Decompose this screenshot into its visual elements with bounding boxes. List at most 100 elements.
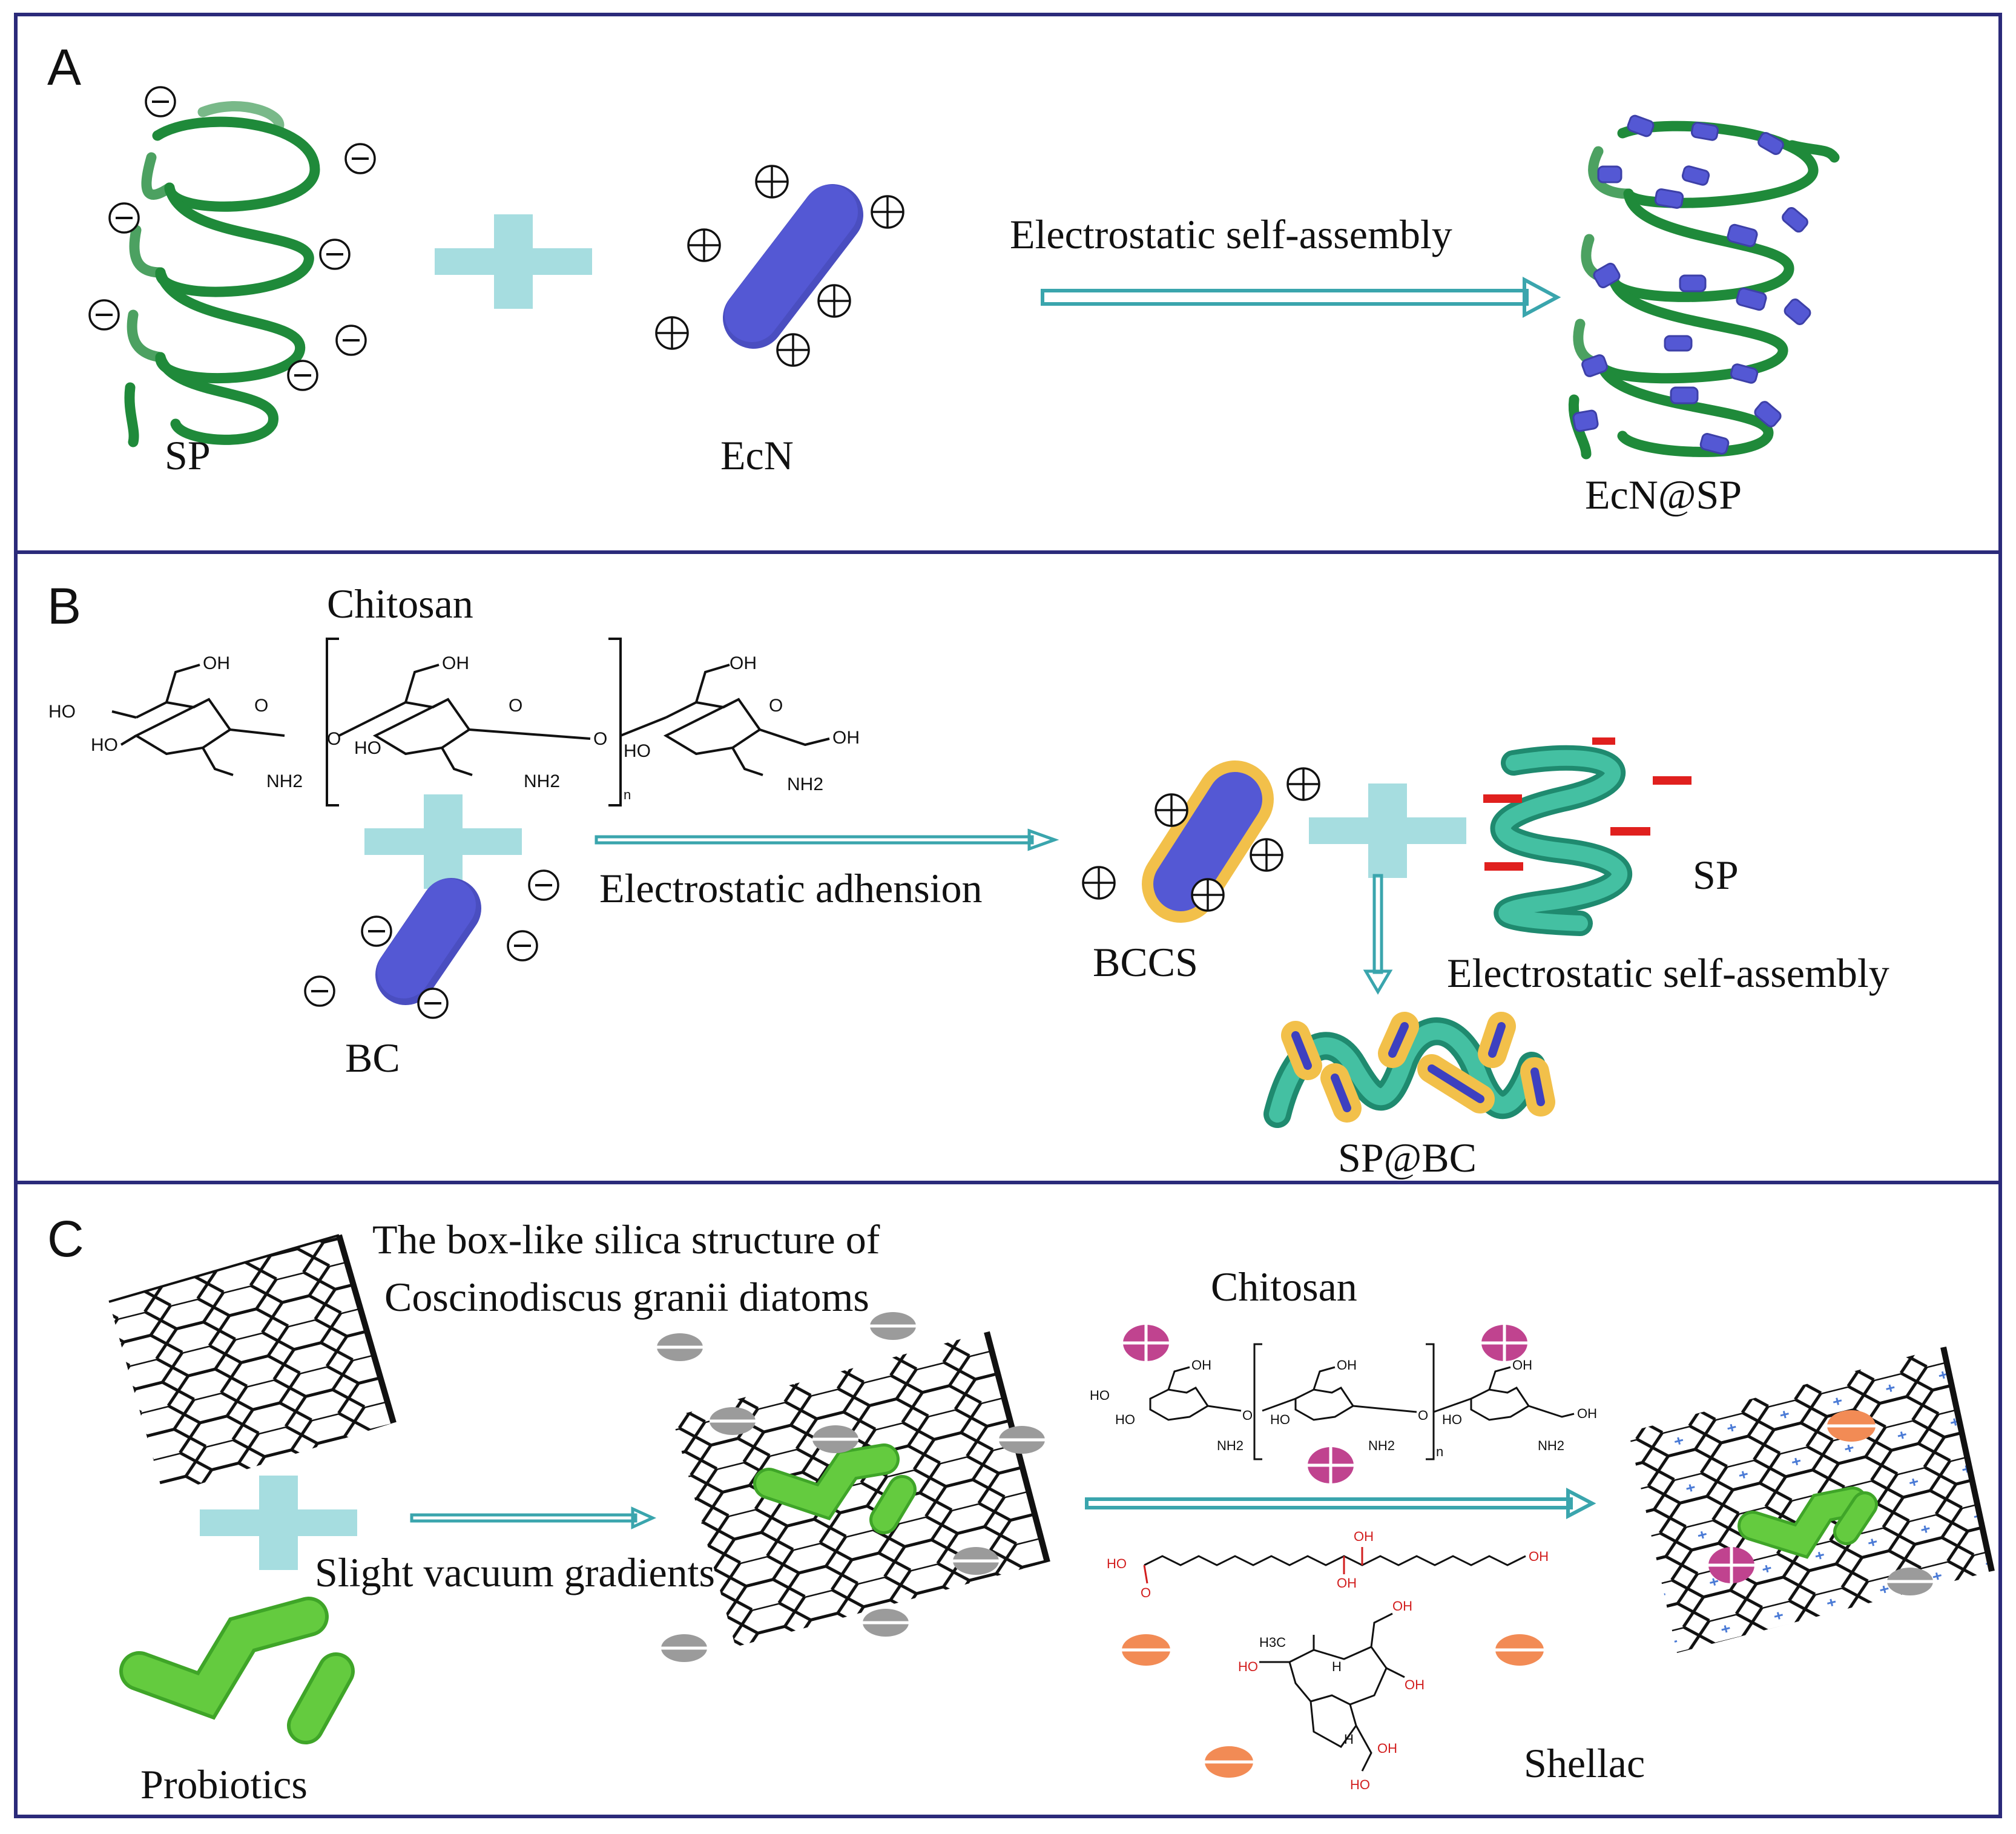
arrow-b-down xyxy=(1363,874,1393,995)
chem-c-o-acid: O xyxy=(1141,1585,1151,1600)
sp-label-b: SP xyxy=(1693,852,1739,898)
chem-oh-1: OH xyxy=(203,653,230,673)
shellac-acid-chain: HO O OH OH OH xyxy=(1107,1529,1549,1600)
chem-c-oh-poly-3: OH xyxy=(1377,1741,1397,1756)
chem-o-1: O xyxy=(254,696,268,716)
arrow-c2 xyxy=(1085,1488,1596,1519)
chitosan-label-b: Chitosan xyxy=(327,581,473,627)
panel-c-letter: C xyxy=(47,1210,84,1267)
chem-c-oh-3: OH xyxy=(1512,1357,1532,1373)
chem-o-5: O xyxy=(769,696,783,716)
shellac-label: Shellac xyxy=(1524,1740,1645,1786)
bc-label: BC xyxy=(345,1035,400,1081)
chem-c-nh2-3: NH2 xyxy=(1538,1438,1564,1453)
diatom-label-line2: Coscinodiscus granii diatoms xyxy=(384,1274,869,1320)
chem-c-oh-acid-3: OH xyxy=(1529,1549,1549,1564)
magenta-positive-charges xyxy=(1123,1325,1527,1483)
shellac-polycycle: HO H3C OH OH OH H H HO xyxy=(1238,1598,1425,1792)
coat-orange-charge xyxy=(1827,1410,1876,1442)
coat-magenta-charge xyxy=(1708,1547,1754,1583)
sp-ribbon xyxy=(1491,745,1632,936)
chem-oh-4: OH xyxy=(832,728,860,748)
panel-b: B Chitosan xyxy=(47,578,1889,1181)
chem-c-o-1: O xyxy=(1242,1408,1253,1423)
chem-c-oh-1: OH xyxy=(1191,1357,1211,1373)
chem-c-h-1: H xyxy=(1332,1659,1342,1674)
chem-c-ho-3: HO xyxy=(1270,1412,1290,1427)
chem-c-o-2: O xyxy=(1418,1408,1428,1423)
ecn-rod xyxy=(723,184,863,349)
probiotics-label: Probiotics xyxy=(140,1761,308,1807)
panel-a-letter: A xyxy=(47,39,81,96)
chem-c-h-2: H xyxy=(1344,1732,1354,1747)
chitosan-structure-b: OH HO HO O NH2 O OH HO O NH2 O n OH HO O… xyxy=(48,638,860,806)
plus-sign-a1 xyxy=(435,214,592,309)
arrow-a-label: Electrostatic self-assembly xyxy=(1010,211,1452,257)
chem-c-ho-acid: HO xyxy=(1107,1556,1127,1571)
chem-c-oh-acid-2: OH xyxy=(1337,1575,1357,1591)
chem-c-ho-1: HO xyxy=(1090,1388,1110,1403)
chem-nh2-1: NH2 xyxy=(266,771,303,791)
chem-c-oh-acid-1: OH xyxy=(1354,1529,1374,1544)
chem-o-2: O xyxy=(327,729,341,749)
chem-c-ho-poly-2: HO xyxy=(1350,1777,1370,1792)
probiotics xyxy=(119,1597,355,1744)
vacuum-label: Slight vacuum gradients xyxy=(315,1549,715,1595)
bccs-particle xyxy=(1142,760,1274,923)
arrow-b xyxy=(595,828,1059,851)
sp-negative-bars xyxy=(1483,737,1692,871)
chem-c-ho-poly: HO xyxy=(1238,1659,1258,1674)
chem-o-4: O xyxy=(593,729,607,749)
ecn-at-sp-rods xyxy=(1572,114,1811,455)
chem-nh2-3: NH2 xyxy=(787,774,823,794)
diatom-shell-coated xyxy=(1629,1346,1995,1653)
arrow-a xyxy=(1041,276,1561,318)
bccs-label: BCCS xyxy=(1093,939,1198,985)
bc-rod xyxy=(375,878,481,1005)
plus-sign-b1 xyxy=(364,794,522,889)
diatom-shell-loaded xyxy=(672,1331,1050,1647)
chem-c-oh-4: OH xyxy=(1577,1406,1597,1421)
chem-c-nh2-2: NH2 xyxy=(1368,1438,1395,1453)
chem-c-oh-poly-2: OH xyxy=(1405,1677,1425,1692)
arrow-c1 xyxy=(410,1506,657,1529)
chitosan-label-c: Chitosan xyxy=(1211,1264,1357,1310)
arrow-b-label: Electrostatic adhension xyxy=(599,865,983,911)
loaded-probiotic-1 xyxy=(753,1443,917,1534)
panel-b-letter: B xyxy=(47,578,81,635)
sp-label: SP xyxy=(165,432,211,478)
chem-c-h3c: H3C xyxy=(1259,1635,1286,1650)
chem-o-3: O xyxy=(509,696,522,716)
panel-c: C The box-like silica structure of Cosci… xyxy=(47,1210,1995,1807)
assembly-b-label: Electrostatic self-assembly xyxy=(1447,950,1889,996)
chem-ho-3: HO xyxy=(354,738,381,758)
chem-nh2-2: NH2 xyxy=(524,771,560,791)
chem-c-oh-2: OH xyxy=(1337,1357,1357,1373)
chem-c-oh-poly-1: OH xyxy=(1392,1598,1412,1614)
panel-a: A SP xyxy=(47,39,1840,518)
diatom-label-line1: The box-like silica structure of xyxy=(372,1216,880,1262)
figure-frame xyxy=(14,13,2002,1818)
ecn-at-sp-complex xyxy=(1568,114,1840,460)
chitosan-structure-c: OH HO HO NH2 O OH HO NH2 O n OH HO OH NH… xyxy=(1090,1343,1597,1460)
ecn-label: EcN xyxy=(720,432,794,478)
chem-ho-1: HO xyxy=(48,702,76,722)
chem-c-ho-2: HO xyxy=(1115,1412,1135,1427)
sp-helix xyxy=(124,101,320,447)
loaded-probiotic-2 xyxy=(1738,1486,1878,1559)
plus-sign-b2 xyxy=(1309,783,1466,878)
chem-n-1: n xyxy=(624,787,631,802)
chem-c-ho-4: HO xyxy=(1442,1412,1462,1427)
chem-c-n: n xyxy=(1436,1444,1443,1459)
diatom-shell-empty xyxy=(108,1234,397,1496)
coat-gray-charge xyxy=(1887,1568,1933,1595)
ecn-at-sp-label: EcN@SP xyxy=(1585,472,1742,518)
chem-ho-2: HO xyxy=(91,735,118,755)
chem-oh-3: OH xyxy=(730,653,757,673)
chem-c-nh2-1: NH2 xyxy=(1217,1438,1244,1453)
chem-oh-2: OH xyxy=(442,653,469,673)
sp-at-bc-complex xyxy=(1263,1012,1555,1128)
sp-at-bc-label: SP@BC xyxy=(1338,1135,1477,1181)
chem-ho-4: HO xyxy=(624,741,651,761)
